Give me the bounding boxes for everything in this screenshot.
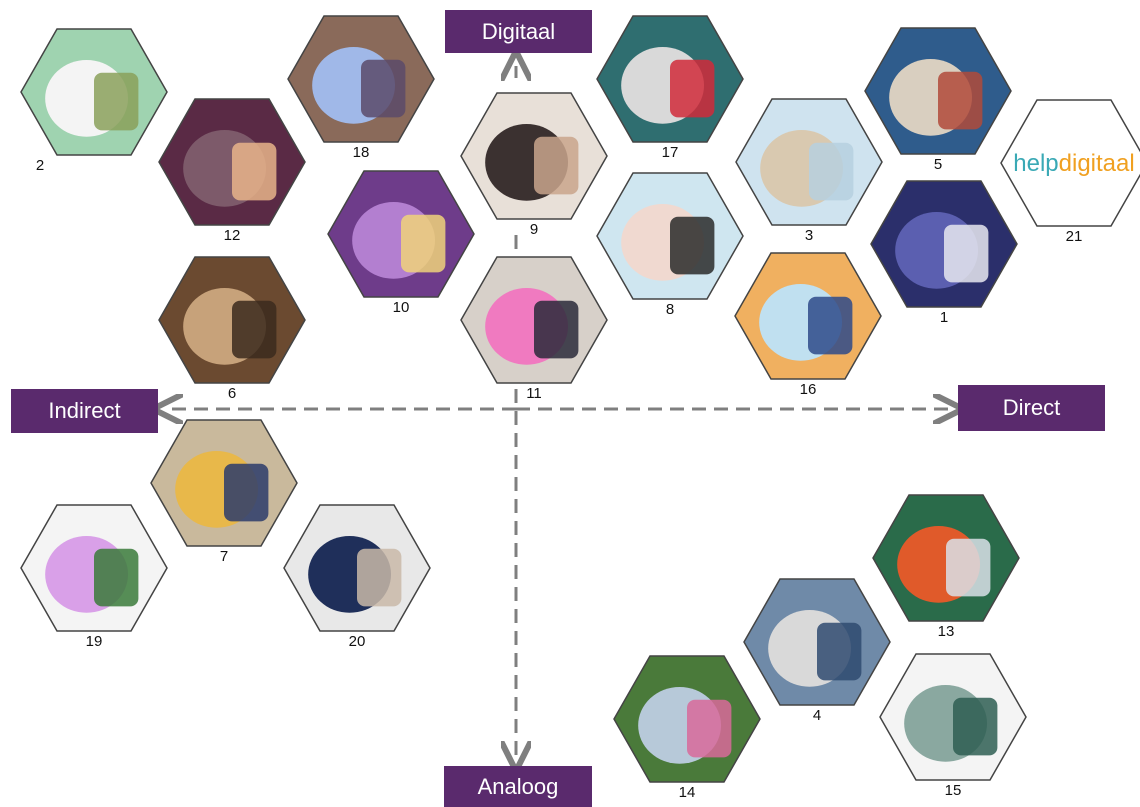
- label-direct: Direct: [958, 385, 1105, 431]
- hexagon-14: 14: [613, 655, 761, 801]
- hexagon-number: 20: [348, 633, 366, 650]
- hexagon-21-image: helpdigitaal: [1000, 99, 1140, 227]
- hexagon-2: 2: [20, 28, 168, 174]
- hexagon-1-image: [870, 180, 1018, 308]
- hexagon-number: 14: [678, 784, 696, 801]
- label-digitaal: Digitaal: [445, 10, 592, 53]
- hexagon-number: 1: [939, 309, 949, 326]
- hexagon-number: 16: [799, 381, 817, 398]
- hexagon-18: 18: [287, 15, 435, 161]
- hexagon-5: 5: [864, 27, 1012, 173]
- hexagon-12-image: [158, 98, 306, 226]
- hexagon-16-image: [734, 252, 882, 380]
- hexagon-number: 3: [804, 227, 814, 244]
- hexagon-10-image: [327, 170, 475, 298]
- help-digitaal-logo: helpdigitaal: [1013, 150, 1134, 177]
- label-indirect: Indirect: [11, 389, 158, 433]
- hexagon-number: 15: [944, 782, 962, 799]
- hexagon-13-image: [872, 494, 1020, 622]
- hexagon-1: 1: [870, 180, 1018, 326]
- hexagon-4: 4: [743, 578, 891, 724]
- hexagon-12: 12: [158, 98, 306, 244]
- hexagon-15-image: [879, 653, 1027, 781]
- hexagon-number: 11: [526, 385, 542, 402]
- hexagon-10: 10: [327, 170, 475, 316]
- hexagon-15: 15: [879, 653, 1027, 799]
- hexagon-8-image: [596, 172, 744, 300]
- hexagon-17-image: [596, 15, 744, 143]
- hexagon-17: 17: [596, 15, 744, 161]
- hexagon-19: 19: [20, 504, 168, 650]
- hexagon-number: 4: [812, 707, 822, 724]
- hexagon-13: 13: [872, 494, 1020, 640]
- hexagon-number: 6: [227, 385, 237, 402]
- hexagon-21: helpdigitaal 21: [1000, 99, 1140, 245]
- hexagon-6-image: [158, 256, 306, 384]
- hexagon-number: 12: [223, 227, 241, 244]
- hexagon-11: 11: [460, 256, 608, 402]
- hexagon-number: 13: [937, 623, 955, 640]
- hexagon-number: 9: [529, 221, 539, 238]
- hexagon-6: 6: [158, 256, 306, 402]
- hexagon-7: 7: [150, 419, 298, 565]
- hexagon-number: 18: [352, 144, 370, 161]
- hexagon-number: 8: [665, 301, 675, 318]
- hexagon-18-image: [287, 15, 435, 143]
- hexagon-5-image: [864, 27, 1012, 155]
- hexagon-4-image: [743, 578, 891, 706]
- hexagon-14-image: [613, 655, 761, 783]
- hexagon-number: 2: [35, 157, 45, 174]
- hexagon-9: 9: [460, 92, 608, 238]
- hexagon-3: 3: [735, 98, 883, 244]
- hexagon-number: 19: [85, 633, 103, 650]
- hexagon-20: 20: [283, 504, 431, 650]
- hexagon-2-image: [20, 28, 168, 156]
- hexagon-9-image: [460, 92, 608, 220]
- label-analoog: Analoog: [444, 766, 592, 807]
- hexagon-number: 10: [392, 299, 410, 316]
- hexagon-3-image: [735, 98, 883, 226]
- hexagon-number: 21: [1065, 228, 1083, 245]
- hexagon-number: 5: [933, 156, 943, 173]
- hexagon-7-image: [150, 419, 298, 547]
- hexagon-20-image: [283, 504, 431, 632]
- hexagon-16: 16: [734, 252, 882, 398]
- hexagon-number: 17: [661, 144, 679, 161]
- hexagon-8: 8: [596, 172, 744, 318]
- hexagon-11-image: [460, 256, 608, 384]
- hexagon-number: 7: [219, 548, 229, 565]
- hexagon-19-image: [20, 504, 168, 632]
